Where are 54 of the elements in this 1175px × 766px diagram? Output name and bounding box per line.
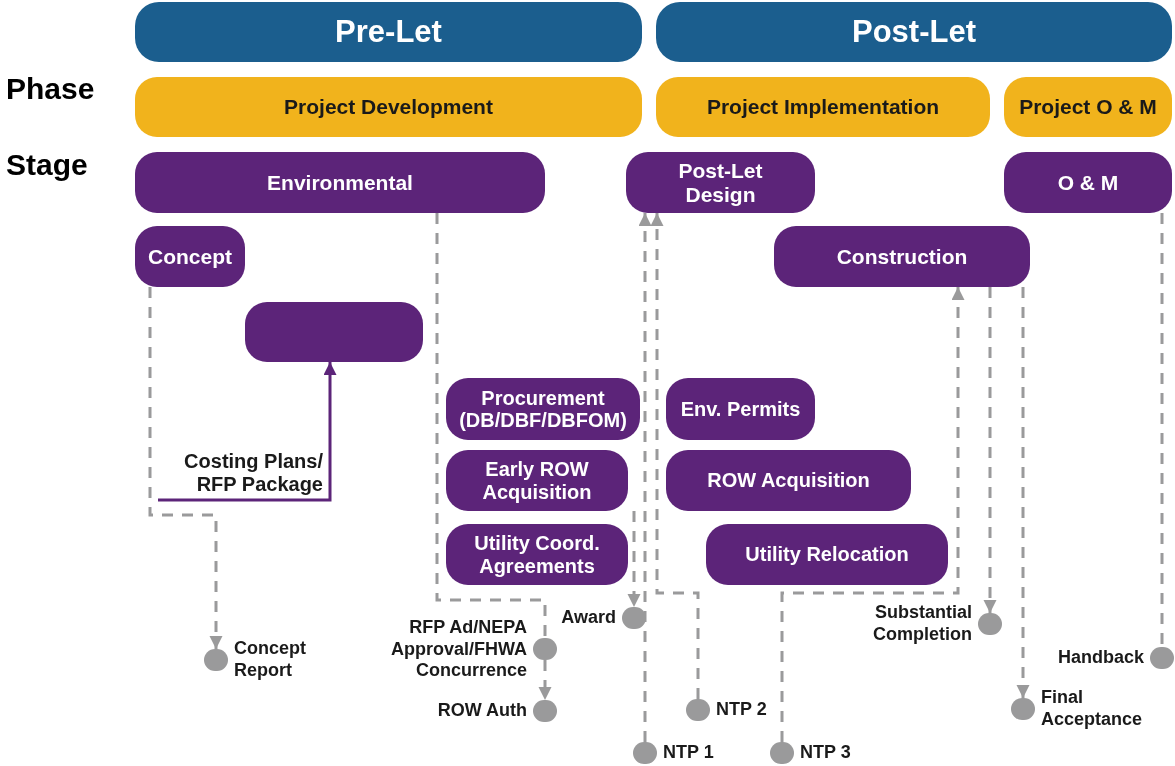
dashed-arrow bbox=[983, 287, 997, 613]
milestone-label: NTP 1 bbox=[663, 742, 715, 764]
phase-label: Project Implementation bbox=[705, 95, 941, 119]
activity-label: Procurement (DB/DBF/DBFOM) bbox=[458, 386, 628, 432]
stage-box bbox=[626, 152, 815, 213]
activity-box bbox=[446, 450, 628, 511]
stage-box bbox=[774, 226, 1030, 287]
milestone-label: Concept Report bbox=[234, 638, 307, 682]
stage-box bbox=[1004, 152, 1172, 213]
dashed-arrow bbox=[650, 213, 700, 699]
stage-box bbox=[135, 226, 245, 287]
stage-label: Environmental bbox=[266, 170, 414, 195]
phase-label: Project O & M bbox=[1018, 95, 1158, 119]
activity-box bbox=[446, 378, 640, 440]
arrow bbox=[158, 362, 337, 502]
phase-label: Project Development bbox=[283, 95, 494, 119]
phase-bar bbox=[1004, 77, 1172, 137]
row-heading: Phase bbox=[6, 74, 95, 104]
milestone-label: Substantial Completion bbox=[872, 602, 972, 646]
stage-box bbox=[245, 302, 423, 362]
activity-label: Early ROW Acquisition bbox=[481, 458, 593, 503]
activity-label: ROW Acquisition bbox=[706, 469, 871, 492]
phase-bar bbox=[135, 77, 642, 137]
milestone-label: Handback bbox=[1056, 647, 1144, 669]
stage-label: O & M bbox=[1056, 170, 1120, 195]
section-header-bar bbox=[656, 2, 1172, 62]
milestone-label: RFP Ad/NEPA Approval/FHWA Concurrence bbox=[389, 616, 527, 682]
activity-label: Utility Coord. Agreements bbox=[473, 532, 601, 577]
milestone-label: Award bbox=[560, 607, 616, 629]
section-header-bar bbox=[135, 2, 642, 62]
dashed-arrow bbox=[538, 660, 552, 700]
activity-label: Env. Permits bbox=[679, 397, 802, 421]
row-heading: Stage bbox=[6, 150, 88, 180]
dashed-arrow bbox=[627, 511, 641, 607]
milestone-label: NTP 3 bbox=[800, 742, 852, 764]
stage-label: Post-Let Design bbox=[677, 159, 764, 206]
phase-bar bbox=[656, 77, 990, 137]
milestone-label: ROW Auth bbox=[436, 700, 527, 722]
milestone-label: Final Acceptance bbox=[1041, 687, 1144, 731]
dashed-arrow bbox=[1016, 287, 1030, 698]
activity-box bbox=[706, 524, 948, 585]
section-title: Post-Let bbox=[851, 14, 977, 50]
stage-label: Construction bbox=[835, 244, 969, 269]
activity-box bbox=[666, 378, 815, 440]
dashed-arrow bbox=[148, 287, 223, 649]
section-title: Pre-Let bbox=[334, 14, 443, 50]
milestone-label: NTP 2 bbox=[716, 699, 768, 721]
dashed-arrow bbox=[638, 213, 652, 742]
activity-box bbox=[666, 450, 911, 511]
stage-label: Concept bbox=[147, 244, 233, 269]
activity-label: Utility Relocation bbox=[744, 543, 910, 566]
dashed-arrow bbox=[780, 287, 965, 742]
stage-box bbox=[135, 152, 545, 213]
activity-box bbox=[446, 524, 628, 585]
